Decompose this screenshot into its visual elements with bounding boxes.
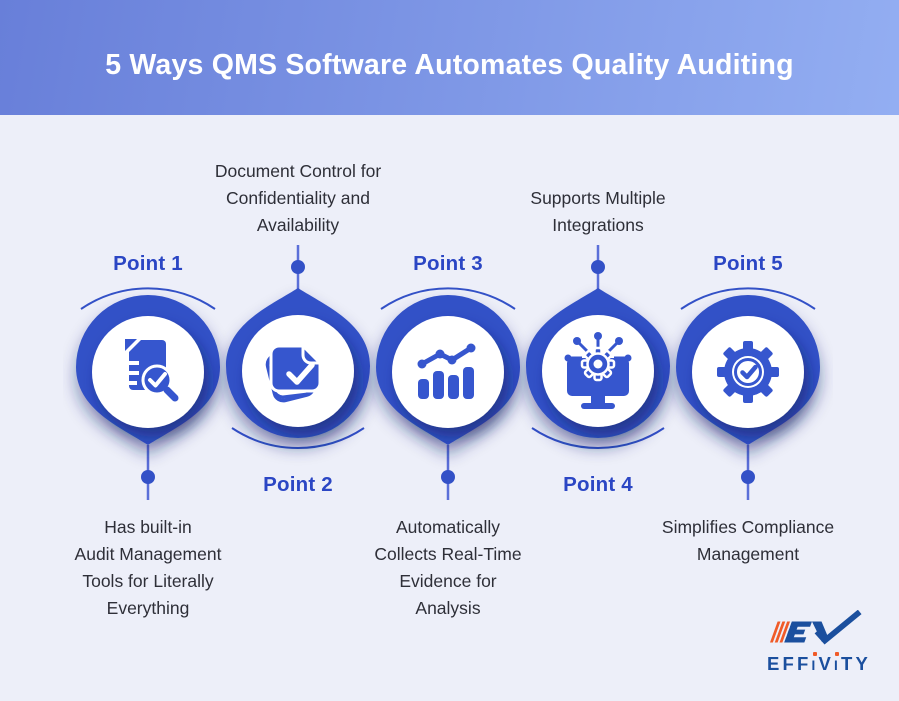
arc-decoration — [680, 287, 816, 310]
pin-marker-3 — [376, 287, 520, 500]
logo-letter-i: I — [811, 652, 819, 673]
point-3-label: Point 3 — [413, 252, 483, 275]
point-5-label: Point 5 — [713, 252, 783, 275]
pin-marker-2 — [226, 245, 370, 449]
logo-text-part: EFF — [766, 653, 812, 674]
page-title: 5 Ways QMS Software Automates Quality Au… — [105, 49, 794, 81]
header-banner: 5 Ways QMS Software Automates Quality Au… — [0, 0, 899, 115]
pin-marker-4 — [526, 245, 670, 449]
connector-dot — [141, 470, 155, 484]
pin-marker-1 — [76, 287, 220, 500]
logo-text-part: V — [818, 653, 835, 674]
connector-dot — [741, 470, 755, 484]
logo-checkmark — [814, 610, 862, 645]
arc-decoration — [380, 287, 516, 310]
bar-chart-trend-icon — [417, 343, 476, 399]
point-2-label: Point 2 — [263, 473, 333, 496]
arc-decoration — [80, 287, 216, 310]
document-stack-check-icon — [265, 344, 322, 403]
point-4-description: Supports Multiple Integrations — [530, 188, 666, 235]
audit-document-magnifier-icon — [125, 339, 179, 402]
connector-dot — [441, 470, 455, 484]
connector-dot — [591, 260, 605, 274]
pin-marker-5 — [676, 287, 820, 500]
point-5-description: Simplifies Compliance Management — [661, 517, 835, 564]
logo-letter-i: I — [834, 652, 841, 673]
logo-text-part: TY — [840, 653, 872, 674]
point-1-label: Point 1 — [113, 252, 183, 275]
point-4-label: Point 4 — [563, 473, 633, 496]
effivity-logo-mark — [769, 610, 862, 645]
effivity-logo-text: EFFIVITY — [748, 652, 890, 675]
monitor-gear-integrations-icon — [564, 332, 632, 409]
arc-decoration — [531, 427, 665, 449]
connector-dot — [291, 260, 305, 274]
logo-stripes — [769, 621, 791, 643]
point-3-description: Automatically Collects Real-Time Evidenc… — [374, 517, 522, 618]
point-2-description: Document Control for Confidentiality and… — [214, 161, 382, 235]
point-1-description: Has built-in Audit Management Tools for … — [74, 517, 222, 618]
arc-decoration — [231, 427, 365, 449]
effivity-logo: EFFIVITY — [748, 610, 890, 675]
gear-check-icon — [717, 341, 779, 403]
